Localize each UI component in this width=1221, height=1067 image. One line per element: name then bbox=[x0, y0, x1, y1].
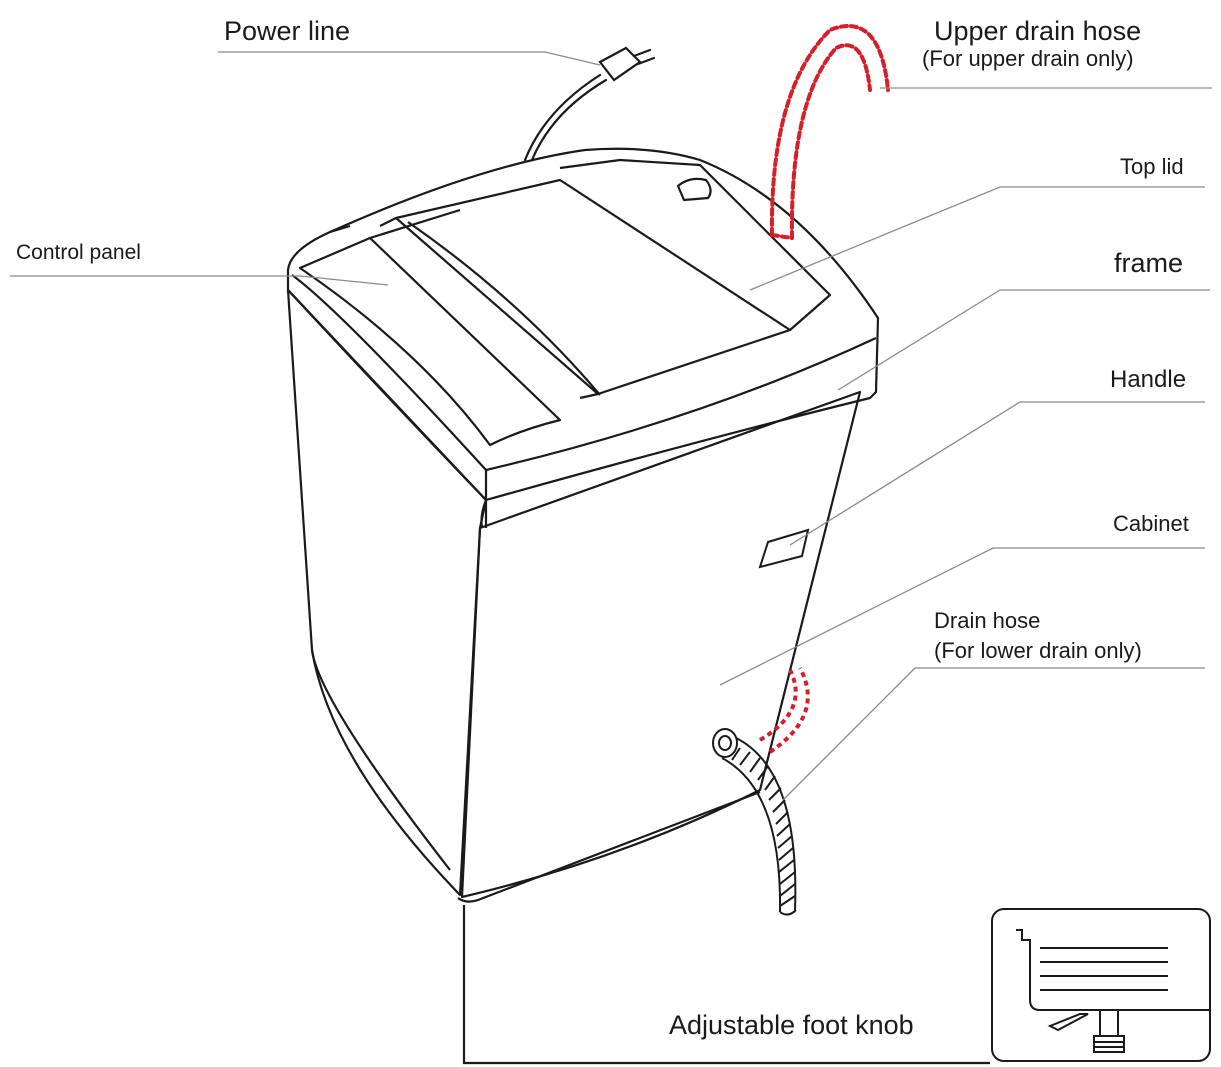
leader-drain-hose bbox=[782, 667, 1205, 801]
leader-control-panel bbox=[10, 275, 389, 286]
lower-drain-hose-dashed bbox=[758, 667, 810, 754]
handle-shape bbox=[758, 528, 810, 569]
leader-cabinet bbox=[719, 547, 1205, 686]
label-upper-drain-hose: Upper drain hose bbox=[934, 16, 1142, 46]
leader-frame bbox=[837, 289, 1210, 391]
label-top-lid: Top lid bbox=[1120, 154, 1184, 179]
foot-detail-inset bbox=[991, 908, 1211, 1062]
label-drain-hose-note: (For lower drain only) bbox=[934, 638, 1142, 663]
corrugated-drain-hose bbox=[712, 728, 797, 916]
leader-handle bbox=[789, 401, 1205, 546]
top-lid-assembly bbox=[286, 147, 880, 528]
leader-power-line bbox=[218, 51, 601, 66]
power-cord bbox=[523, 46, 656, 162]
label-frame: frame bbox=[1114, 248, 1184, 278]
label-handle: Handle bbox=[1110, 366, 1187, 393]
label-adjustable-foot-knob: Adjustable foot knob bbox=[669, 1010, 914, 1040]
upper-drain-hose bbox=[769, 24, 890, 240]
leader-top-lid bbox=[749, 186, 1205, 291]
label-drain-hose: Drain hose bbox=[934, 608, 1041, 633]
leader-foot-knob bbox=[462, 905, 990, 1065]
leader-lines bbox=[10, 51, 1212, 801]
cabinet-body bbox=[286, 288, 862, 903]
label-power-line: Power line bbox=[224, 16, 351, 46]
label-upper-drain-hose-note: (For upper drain only) bbox=[922, 46, 1134, 71]
label-cabinet: Cabinet bbox=[1113, 511, 1189, 536]
label-control-panel: Control panel bbox=[16, 241, 141, 264]
